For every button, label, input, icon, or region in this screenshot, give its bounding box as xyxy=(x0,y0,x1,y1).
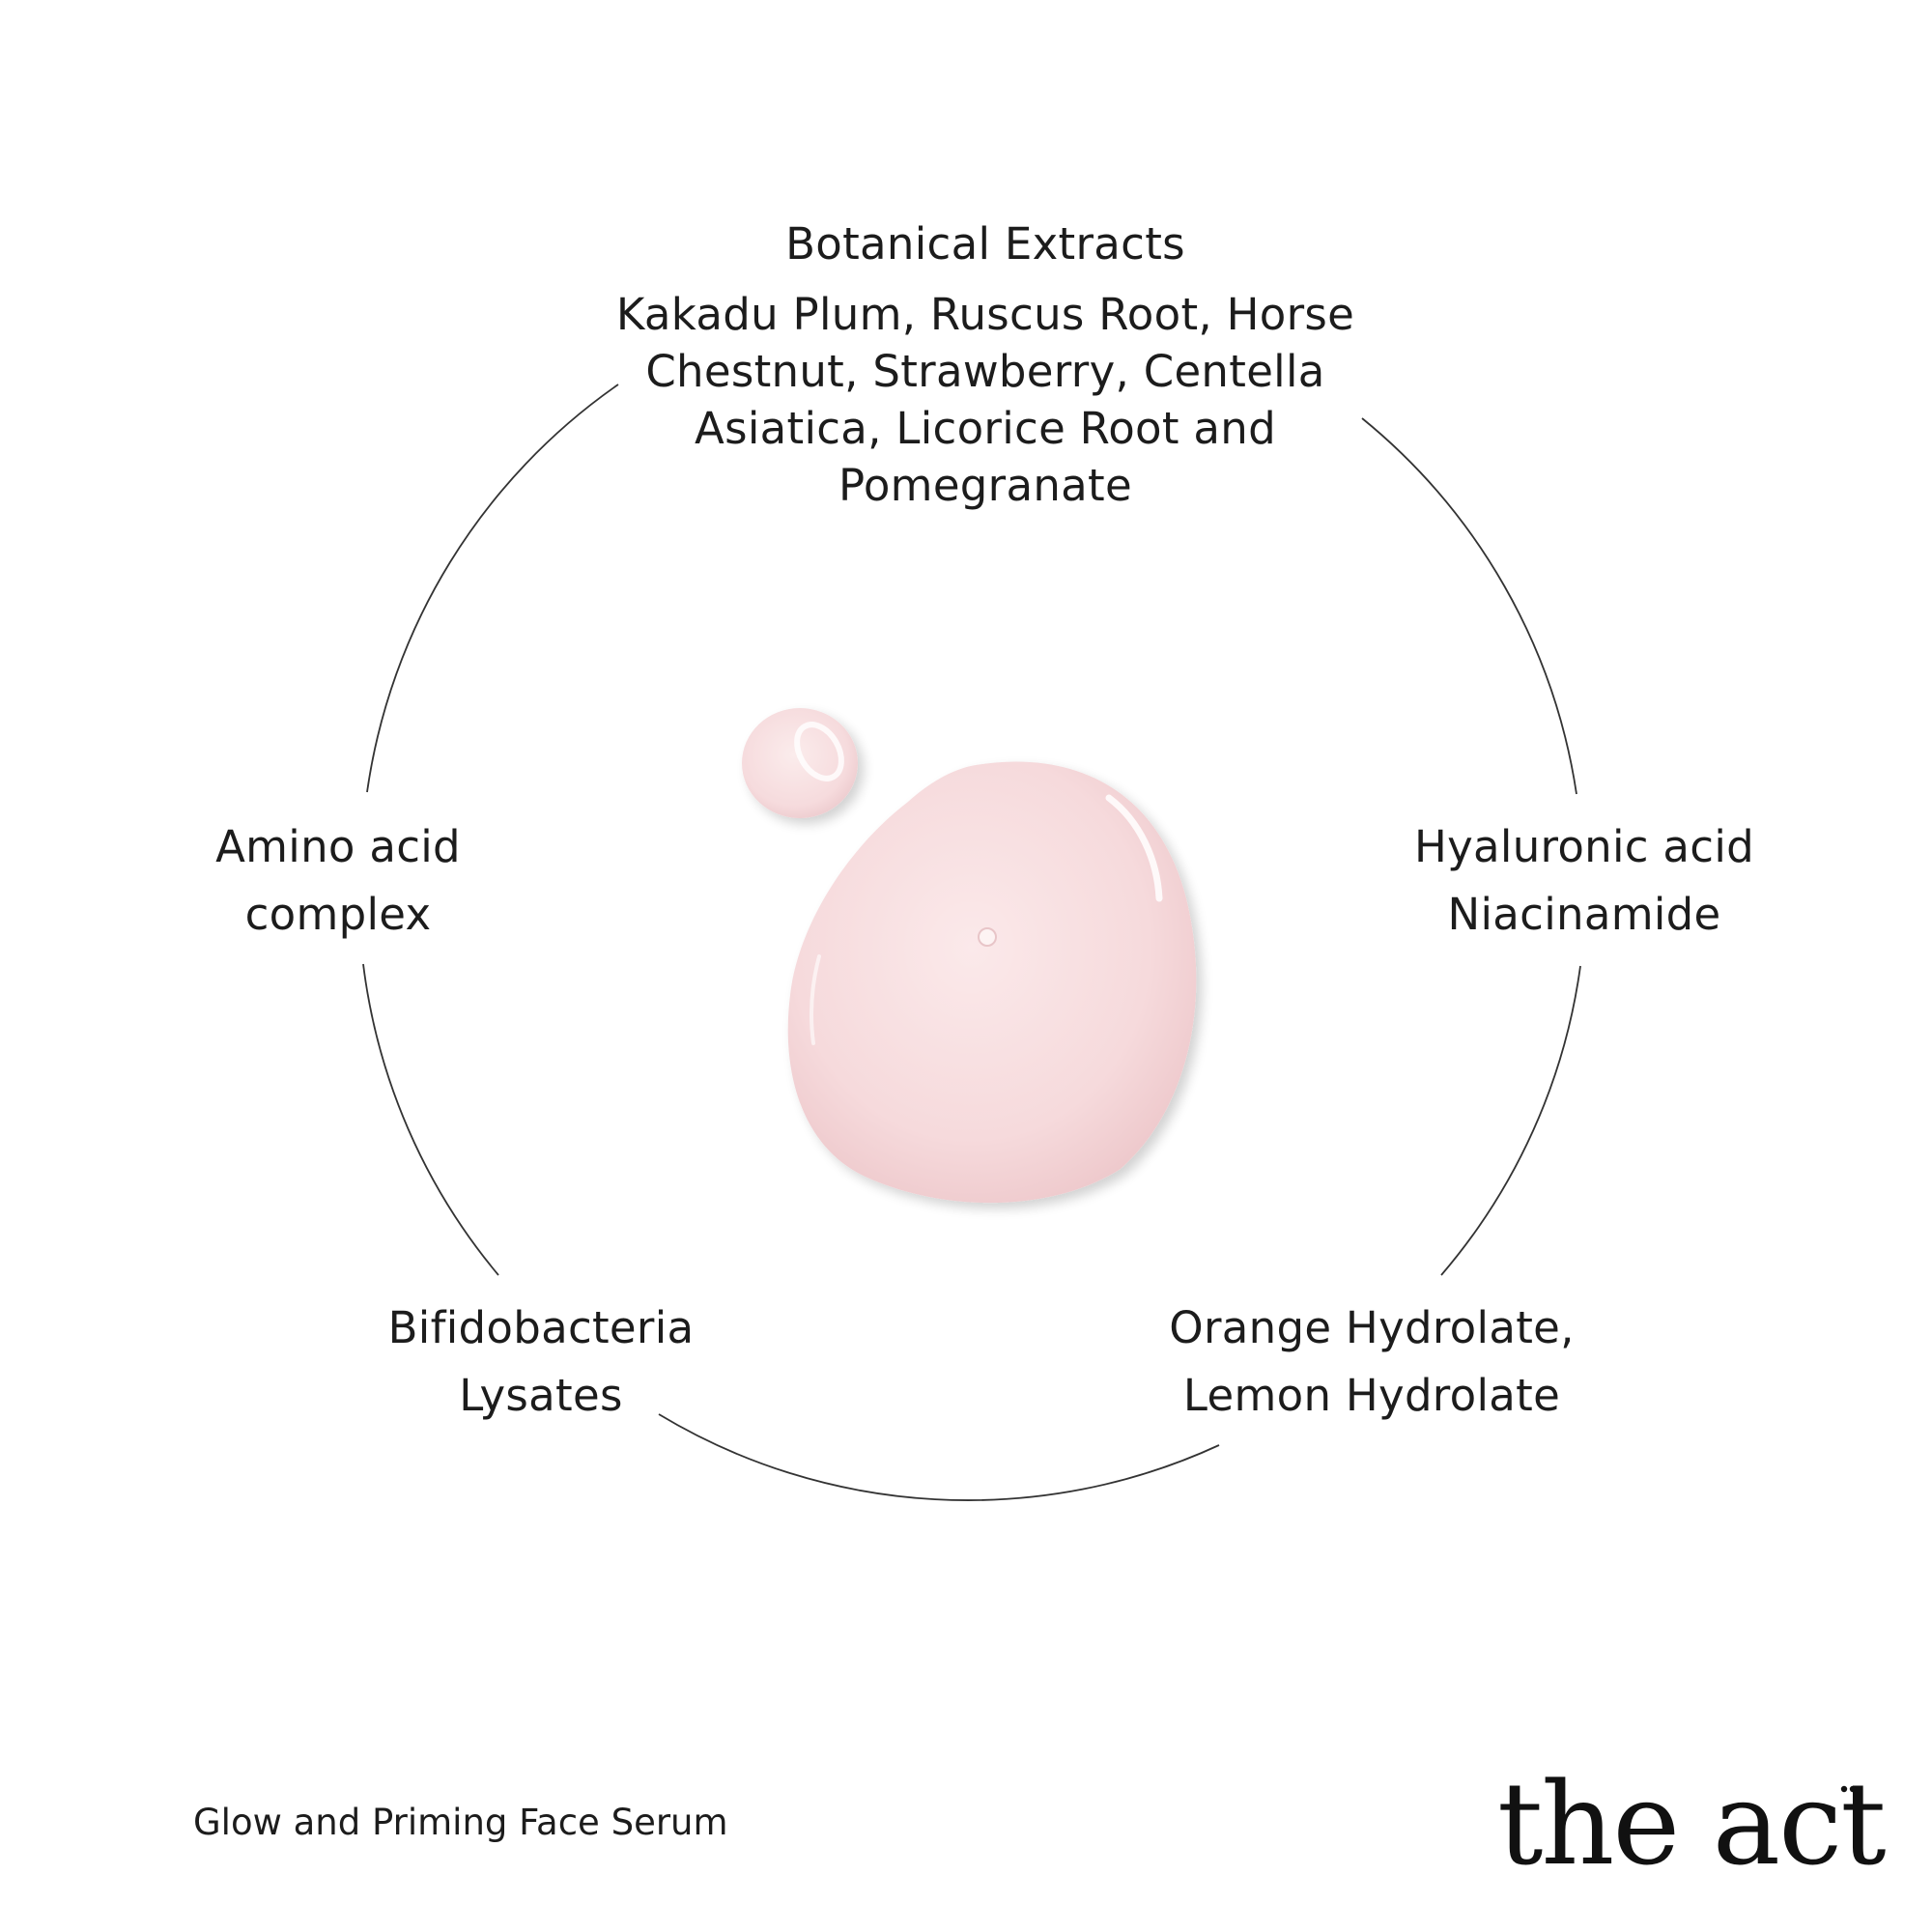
botanical-line: Asiatica, Licorice Root and xyxy=(695,403,1276,454)
bifidobacteria-label: Bifidobacteria Lysates xyxy=(387,1302,695,1421)
amino-acid-label: Amino acid complex xyxy=(215,821,461,940)
ingredient-ring xyxy=(362,384,1581,1501)
botanical-extracts-title: Botanical Extracts xyxy=(785,218,1185,270)
product-name: Glow and Priming Face Serum xyxy=(193,1802,728,1843)
brand-logo: the act xyxy=(1497,1757,1887,1890)
hydrolates-label: Orange Hydrolate, Lemon Hydrolate xyxy=(1169,1302,1575,1421)
hyaluronic-niacinamide-label: Hyaluronic acid Niacinamide xyxy=(1413,821,1755,940)
ring-arc-bottom xyxy=(658,1413,1220,1501)
logo-mark-icon xyxy=(1840,1785,1857,1793)
botanical-line: Pomegranate xyxy=(838,460,1132,511)
ring-arc-left xyxy=(362,963,499,1276)
large-serum-drop xyxy=(787,761,1197,1204)
botanical-extracts-list: Kakadu Plum, Ruscus Root, Horse Chestnut… xyxy=(599,286,1372,514)
ring-arc-right xyxy=(1440,965,1581,1276)
ring-arc-top-right xyxy=(1361,417,1577,795)
botanical-line: Chestnut, Strawberry, Centella xyxy=(645,346,1325,397)
botanical-line: Kakadu Plum, Ruscus Root, Horse xyxy=(615,289,1355,340)
serum-drops xyxy=(742,708,1197,1204)
ring-arc-top-left xyxy=(366,384,619,793)
